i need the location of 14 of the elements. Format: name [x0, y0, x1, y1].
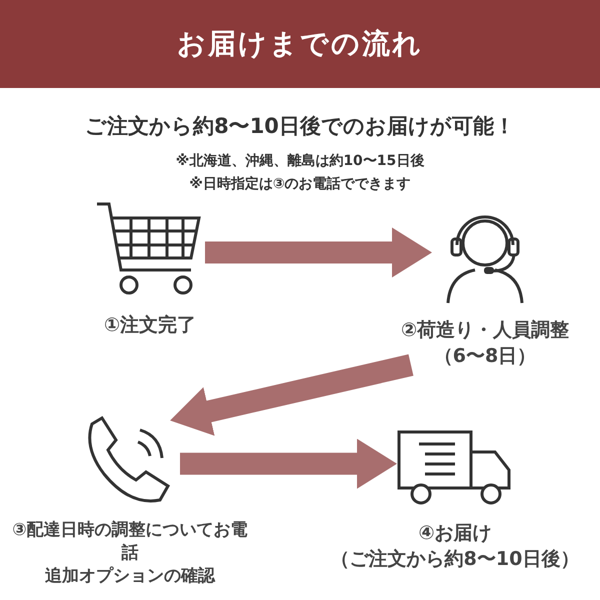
- step-detail: 追加オプションの確認: [45, 565, 215, 588]
- step-label: ①注文完了: [104, 313, 196, 338]
- block-arrow: [180, 438, 397, 489]
- header-title: お届けまでの流れ: [0, 0, 600, 88]
- step-label: ④お届け: [418, 521, 492, 546]
- step-label: ③配達日時の調整についてお電話: [11, 519, 249, 565]
- note-text: ※北海道、沖縄、離島は約10〜15日後: [174, 152, 426, 170]
- note-text: ※日時指定は③のお電話でできます: [188, 175, 412, 193]
- step-detail: （ご注文から約8〜10日後）: [330, 547, 580, 572]
- block-arrow: [170, 354, 414, 436]
- step-label: ②荷造り・人員調整: [400, 318, 570, 343]
- subtitle: ご注文から約8〜10日後でのお届けが可能！: [84, 113, 516, 140]
- block-arrow: [205, 228, 432, 278]
- step-detail: （6〜8日）: [434, 344, 536, 369]
